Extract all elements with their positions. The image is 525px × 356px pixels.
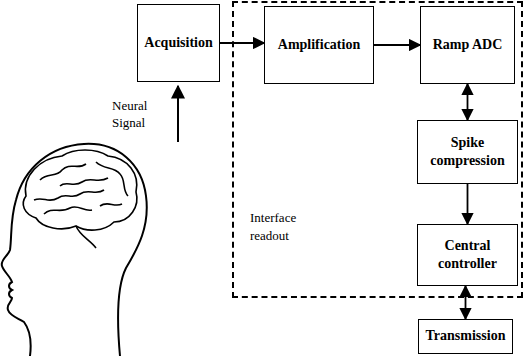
text-holder: Acquisition: [141, 34, 215, 52]
process-box: Central controller: [417, 224, 518, 286]
arrow-connector: [465, 286, 467, 319]
box-label: Ramp ADC: [430, 36, 506, 54]
arrow-connector: [220, 42, 264, 44]
brain-drawing: [23, 150, 137, 248]
process-box: Ramp ADC: [420, 6, 515, 84]
box-label: Transmission: [423, 327, 509, 345]
text-holder: Transmission: [423, 327, 509, 345]
text-holder: Amplification: [275, 36, 363, 54]
text-holder: Central controller: [418, 237, 517, 273]
box-label: Spike compression: [418, 134, 517, 170]
arrow-connector: [467, 84, 469, 120]
process-box: Acquisition: [137, 4, 220, 82]
box-label: Amplification: [275, 36, 363, 54]
text-holder: Ramp ADC: [430, 36, 506, 54]
signal-label: Neural Signal: [112, 98, 172, 132]
head-outline: [2, 144, 147, 356]
arrow-connector: [374, 44, 420, 46]
box-label: Central controller: [418, 237, 517, 273]
process-box: Amplification: [264, 6, 374, 84]
signal-arrow: [177, 86, 179, 142]
process-box: Spike compression: [417, 120, 518, 184]
box-label: Acquisition: [141, 34, 215, 52]
process-box: Transmission: [418, 319, 513, 354]
region-label: Interface readout: [250, 209, 330, 245]
text-holder: Spike compression: [418, 134, 517, 170]
arrow-connector: [467, 184, 469, 224]
dashed-region: Interface readout Amplification Ramp ADC Sp…: [232, 1, 523, 298]
